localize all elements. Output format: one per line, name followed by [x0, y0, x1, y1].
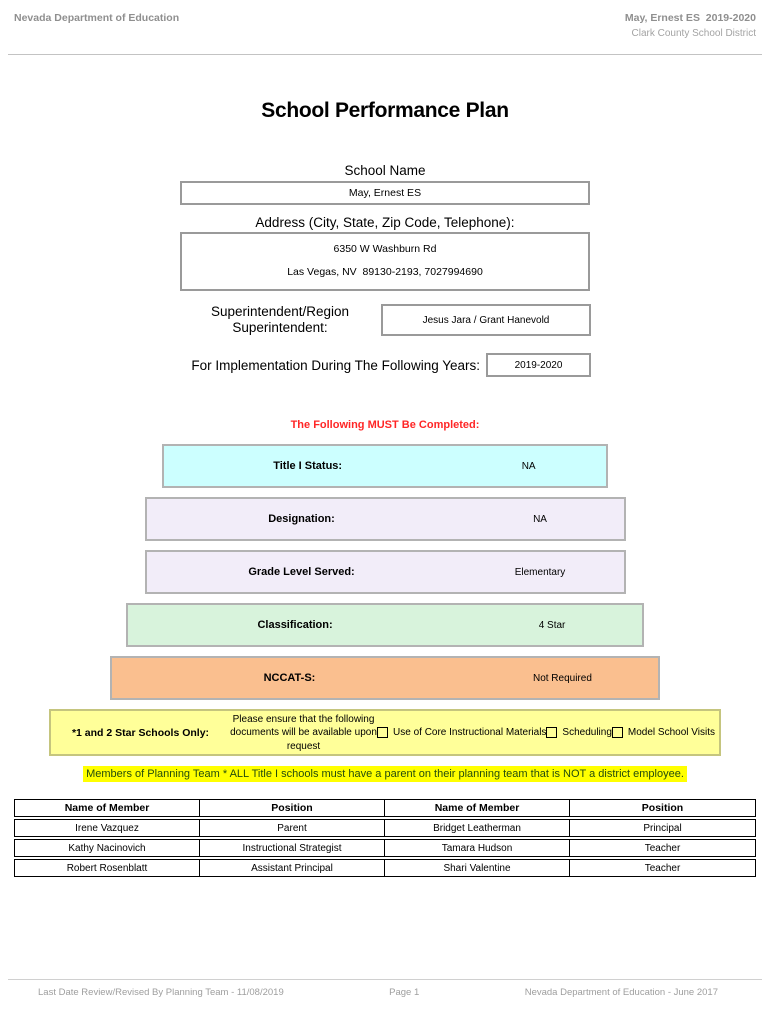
member-name-cell: Robert Rosenblatt	[15, 860, 200, 877]
star-instruction-line2: documents will be available upon request	[230, 727, 377, 752]
member-position-cell: Principal	[643, 822, 682, 834]
member-name-cell: Tamara Hudson	[385, 840, 570, 857]
address-line1: 6350 W Washburn Rd	[333, 243, 437, 255]
superintendent-label: Superintendent/Region Superintendent:	[179, 304, 381, 336]
footer-content: Last Date Review/Revised By Planning Tea…	[0, 980, 770, 998]
designation-row: Designation: NA	[144, 497, 626, 542]
table-row: Robert Rosenblatt Assistant Principal Sh…	[14, 859, 756, 878]
scheduling-checkbox-label: Scheduling	[562, 727, 612, 739]
checkbox-item-core-materials[interactable]: Use of Core Instructional Materials	[377, 727, 547, 739]
implementation-row: For Implementation During The Following …	[179, 353, 591, 378]
core-materials-checkbox[interactable]	[377, 727, 389, 739]
nccat-s-row: NCCAT-S: Not Required	[110, 656, 660, 701]
footer-doc-source: Nevada Department of Education - June 20…	[524, 987, 718, 998]
model-school-visits-checkbox[interactable]	[611, 727, 623, 739]
footer-review-date: Last Date Review/Revised By Planning Tea…	[38, 987, 284, 998]
must-complete-notice: The Following MUST Be Completed:	[290, 419, 480, 432]
member-position-cell: Parent	[200, 820, 385, 837]
member-name-cell: Irene Vazquez	[15, 820, 200, 837]
table-row: Irene Vazquez Parent Bridget Leatherman …	[14, 819, 756, 838]
grade-level-label: Grade Level Served:	[248, 566, 355, 579]
star-schools-label: *1 and 2 Star Schools Only:	[71, 726, 210, 739]
header-org-title: Nevada Department of Education	[14, 12, 180, 24]
header-school-year: May, Ernest ES 2019-2020	[624, 12, 756, 24]
superintendent-row: Superintendent/Region Superintendent: Je…	[179, 304, 591, 337]
member-position-cell: Assistant Principal	[200, 860, 385, 877]
school-name-label: School Name	[344, 163, 426, 178]
designation-value[interactable]: NA	[533, 513, 547, 525]
star-schools-checkboxes: Use of Core Instructional Materials Sche…	[377, 727, 719, 739]
classification-value[interactable]: 4 Star	[538, 619, 566, 631]
header-district: Clark County School District	[631, 28, 756, 39]
planning-team-table: Name of Member Position Name of Member P…	[14, 799, 756, 878]
page-title: School Performance Plan	[261, 99, 509, 122]
checkbox-item-model-school-visits[interactable]: Model School Visits	[611, 727, 715, 739]
member-position-cell: Instructional Strategist	[200, 840, 385, 857]
school-name-field[interactable]: May, Ernest ES	[180, 181, 590, 205]
member-position-cell: Teacher	[644, 842, 681, 854]
checkbox-item-scheduling[interactable]: Scheduling	[546, 727, 612, 739]
address-field[interactable]: 6350 W Washburn Rd Las Vegas, NV 89130-2…	[180, 232, 590, 291]
superintendent-field[interactable]: Jesus Jara / Grant Hanevold	[381, 304, 591, 337]
table-row: Kathy Nacinovich Instructional Strategis…	[14, 839, 756, 858]
title-i-status-label: Title I Status:	[273, 460, 343, 473]
nccat-s-label: NCCAT-S:	[263, 672, 316, 685]
core-materials-checkbox-label: Use of Core Instructional Materials	[393, 727, 547, 739]
superintendent-label-line1: Superintendent/Region	[210, 304, 350, 319]
page-header: Nevada Department of Education May, Erne…	[0, 0, 770, 39]
grade-level-value[interactable]: Elementary	[514, 566, 566, 578]
classification-label: Classification:	[257, 619, 333, 632]
planning-team-notice-text: Members of Planning Team * ALL Title I s…	[83, 766, 687, 783]
address-line2: Las Vegas, NV 89130-2193, 7027994690	[287, 266, 483, 278]
star-instruction-line1: Please ensure that the following	[232, 713, 375, 725]
member-name-cell: Kathy Nacinovich	[15, 840, 200, 857]
member-name-cell: Bridget Leatherman	[385, 820, 570, 837]
title-i-status-row: Title I Status: NA	[162, 444, 608, 489]
implementation-years-field[interactable]: 2019-2020	[486, 353, 591, 378]
footer-divider	[8, 979, 762, 980]
title-i-status-value[interactable]: NA	[521, 460, 536, 472]
superintendent-label-line2: Superintendent:	[232, 320, 328, 336]
header-divider	[8, 54, 762, 55]
star-schools-row: *1 and 2 Star Schools Only: Please ensur…	[49, 709, 721, 757]
implementation-label: For Implementation During The Following …	[191, 357, 480, 373]
status-stack: Title I Status: NA Designation: NA Grade…	[0, 444, 770, 757]
planning-team-notice: Members of Planning Team * ALL Title I s…	[0, 764, 770, 783]
classification-row: Classification: 4 Star	[126, 603, 644, 648]
footer-page-number: Page 1	[389, 987, 420, 998]
nccat-s-value[interactable]: Not Required	[532, 672, 592, 684]
grade-level-row: Grade Level Served: Elementary	[144, 550, 626, 595]
address-label: Address (City, State, Zip Code, Telephon…	[255, 215, 515, 230]
col-header-position-2: Position	[641, 802, 684, 815]
page-footer: Last Date Review/Revised By Planning Tea…	[0, 979, 770, 998]
member-name-cell: Shari Valentine	[385, 860, 570, 877]
designation-label: Designation:	[268, 513, 335, 526]
scheduling-checkbox[interactable]	[546, 727, 558, 739]
member-position-cell: Teacher	[644, 862, 681, 874]
col-header-name-1: Name of Member	[15, 800, 200, 817]
header-right-block: May, Ernest ES 2019-2020 Clark County Sc…	[625, 12, 756, 39]
table-header-row: Name of Member Position Name of Member P…	[14, 799, 756, 818]
col-header-name-2: Name of Member	[385, 800, 570, 817]
star-schools-instruction: Please ensure that the following documen…	[230, 713, 377, 754]
model-school-visits-checkbox-label: Model School Visits	[627, 727, 715, 739]
col-header-position-1: Position	[200, 800, 385, 817]
